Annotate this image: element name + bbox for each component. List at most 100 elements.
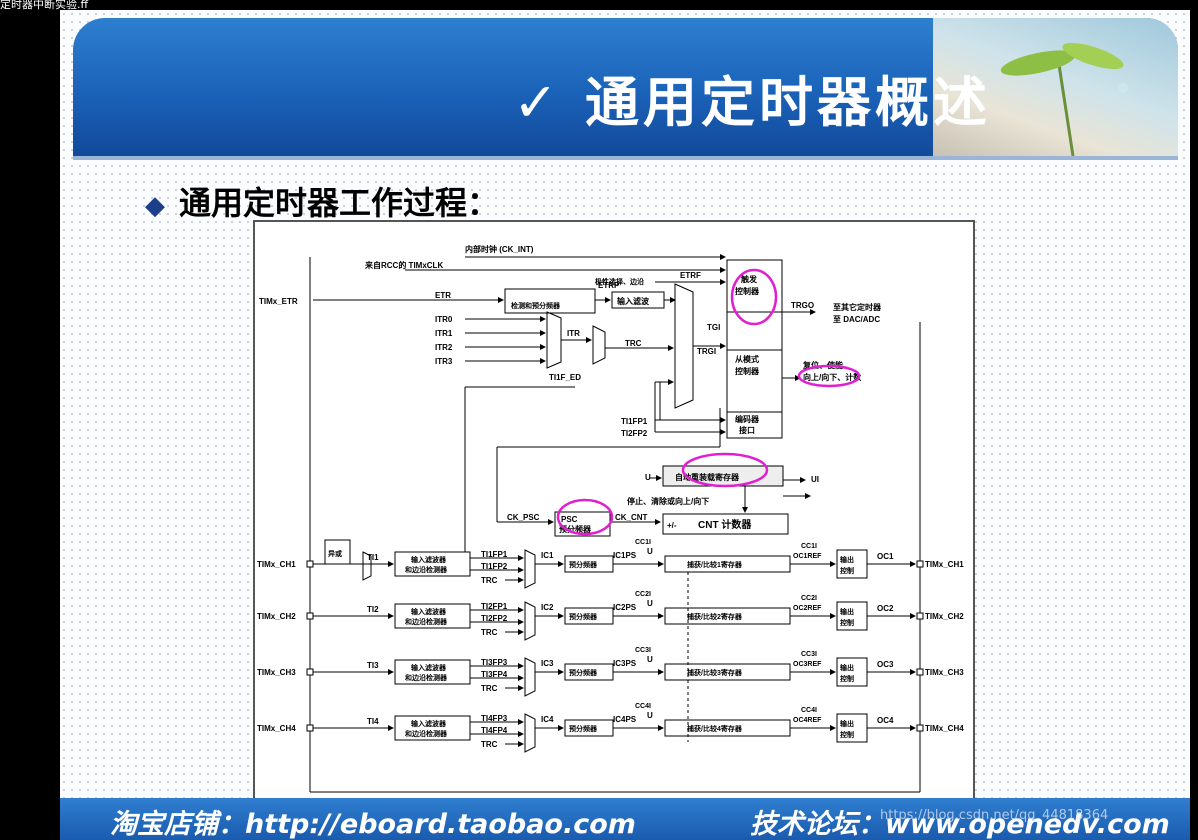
pin-ch1: TIMx_CH1 [257, 560, 296, 569]
sig-u-ch3: U [647, 655, 653, 664]
note-stop-clear: 停止、清除或向上/向下 [627, 496, 709, 506]
prescaler-label-ch3: 预分频器 [569, 668, 598, 677]
sig-trc: TRC [625, 339, 642, 348]
out-pin-ch2: TIMx_CH2 [925, 612, 964, 621]
out-label1-ch2: 输出 [840, 607, 854, 616]
sig-ic-ch1: IC1 [541, 551, 554, 560]
bullet-heading: ◆通用定时器工作过程： [145, 178, 499, 224]
sig-cc-ch1: CC1I [635, 539, 651, 546]
sig-ui: UI [811, 475, 819, 484]
note-trgo-2: 至 DAC/ADC [833, 315, 880, 324]
sig-ps-ch1: IC1PS [613, 551, 637, 560]
sig-trgo: TRGO [791, 301, 814, 310]
sig-ic-ch3: IC3 [541, 659, 554, 668]
sig-trc-ch3: TRC [481, 684, 498, 693]
sig-ps-ch3: IC3PS [613, 659, 637, 668]
filter-block-ch3 [394, 659, 471, 685]
sig-ref-ch1: OC1REF [793, 553, 822, 560]
sig-fa-ch2: TI2FP1 [481, 602, 508, 611]
sig-ti-ch2: TI2 [367, 605, 379, 614]
out-pin-box-ch3 [916, 668, 924, 676]
out-label2-ch3: 控制 [840, 674, 854, 683]
out-pin-box-ch4 [916, 724, 924, 732]
blk-trigger-1: 触发 [741, 274, 758, 284]
out-label1-ch1: 输出 [840, 555, 854, 564]
out-label1-ch3: 输出 [840, 663, 854, 672]
sig-trc-ch2: TRC [481, 628, 498, 637]
filter-label2-ch2: 和边沿检测器 [404, 617, 448, 626]
filter-label2-ch1: 和边沿检测器 [404, 565, 448, 574]
sig-itr3: ITR3 [435, 357, 453, 366]
sig-cc-out-ch2: CC2I [801, 595, 817, 602]
blk-input-filter: 输入滤波 [617, 296, 650, 306]
sig-plus-minus: +/- [667, 521, 677, 530]
sig-ps-ch4: IC4PS [613, 715, 637, 724]
blk-auto-reload: 自动重装载寄存器 [675, 472, 740, 482]
sig-ck-psc: CK_PSC [507, 513, 540, 522]
sig-tgi: TGI [707, 323, 720, 332]
sprout-photo [933, 18, 1178, 156]
blk-encoder-1: 编码器 [735, 414, 760, 424]
sig-ic-ch4: IC4 [541, 715, 554, 724]
sig-trgi: TRGI [697, 347, 716, 356]
sig-u-ch2: U [647, 599, 653, 608]
sig-ck-cnt: CK_CNT [615, 513, 648, 522]
filter-label2-ch4: 和边沿检测器 [404, 729, 448, 738]
sig-ti-ch3: TI3 [367, 661, 379, 670]
sig-ref-ch4: OC4REF [793, 717, 822, 724]
out-pin-box-ch2 [916, 612, 924, 620]
sig-etrp: ETRP [598, 281, 620, 290]
sig-itr2: ITR2 [435, 343, 453, 352]
mux-ch1 [524, 549, 536, 589]
filter-block-ch1 [394, 551, 471, 577]
sig-etrf: ETRF [680, 271, 701, 280]
sig-ps-ch2: IC2PS [613, 603, 637, 612]
footer-banner: 淘宝店铺：http://eboard.taobao.com 技术论坛：www.o… [60, 798, 1190, 840]
blk-polarity-2: 检测和预分频器 [511, 301, 561, 310]
filter-label-ch1: 输入滤波器 [411, 555, 447, 564]
diagram-svg: 内部时钟 (CK_INT) 来自RCC的 TIMxCLK TIMx_ETR ET… [257, 244, 964, 793]
pin-ch4: TIMx_CH4 [257, 724, 296, 733]
sig-fb-ch2: TI2FP2 [481, 614, 508, 623]
sig-ti-ch4: TI4 [367, 717, 379, 726]
left-black-strip [0, 10, 60, 840]
window-titlebar: 定时器中断实验.ff [0, 0, 1198, 11]
filter-label-ch2: 输入滤波器 [411, 607, 447, 616]
sig-fb-ch4: TI4FP4 [481, 726, 508, 735]
timer-block-diagram: 内部时钟 (CK_INT) 来自RCC的 TIMxCLK TIMx_ETR ET… [253, 220, 975, 802]
slide-title: ✓ 通用定时器概述 [513, 71, 992, 134]
sig-oc-ch1: OC1 [877, 552, 894, 561]
filter-block-ch2 [394, 603, 471, 629]
filter-block-ch4 [394, 715, 471, 741]
sig-ti2fp2: TI2FP2 [621, 429, 648, 438]
sig-cc-ch2: CC2I [635, 591, 651, 598]
blk-slave-1: 从模式 [735, 354, 759, 364]
diamond-bullet-icon: ◆ [145, 191, 165, 221]
pin-box-ch4 [306, 724, 314, 732]
sig-ti1fp1: TI1FP1 [621, 417, 648, 426]
out-pin-box-ch1 [916, 560, 924, 568]
filter-label2-ch3: 和边沿检测器 [404, 673, 448, 682]
footer-forum: 技术论坛：www.openedv.com [750, 809, 1170, 840]
sig-fa-ch3: TI3FP3 [481, 658, 508, 667]
sig-fa-ch1: TI1FP1 [481, 550, 508, 559]
blk-encoder-2: 接口 [739, 425, 755, 435]
out-pin-ch4: TIMx_CH4 [925, 724, 964, 733]
sig-fb-ch1: TI1FP2 [481, 562, 508, 571]
out-label2-ch4: 控制 [840, 730, 854, 739]
blk-polarity-1: 极性选择、边沿 [595, 277, 644, 286]
note-mode-2: 向上/向下、计数 [803, 372, 862, 382]
blk-xor: 异或 [328, 549, 342, 558]
pin-ch3: TIMx_CH3 [257, 668, 296, 677]
blk-slave-2: 控制器 [735, 366, 760, 376]
sig-trc-ch4: TRC [481, 740, 498, 749]
sig-trc-ch1: TRC [481, 576, 498, 585]
pin-box-ch1 [306, 560, 314, 568]
sig-cc-out-ch4: CC4I [801, 707, 817, 714]
prescaler-label-ch1: 预分频器 [569, 560, 598, 569]
blk-psc-1: PSC [561, 515, 578, 524]
highlight-marks [556, 268, 861, 536]
sig-oc-ch2: OC2 [877, 604, 894, 613]
pin-box-ch3 [306, 668, 314, 676]
mux-ch2 [524, 601, 536, 641]
